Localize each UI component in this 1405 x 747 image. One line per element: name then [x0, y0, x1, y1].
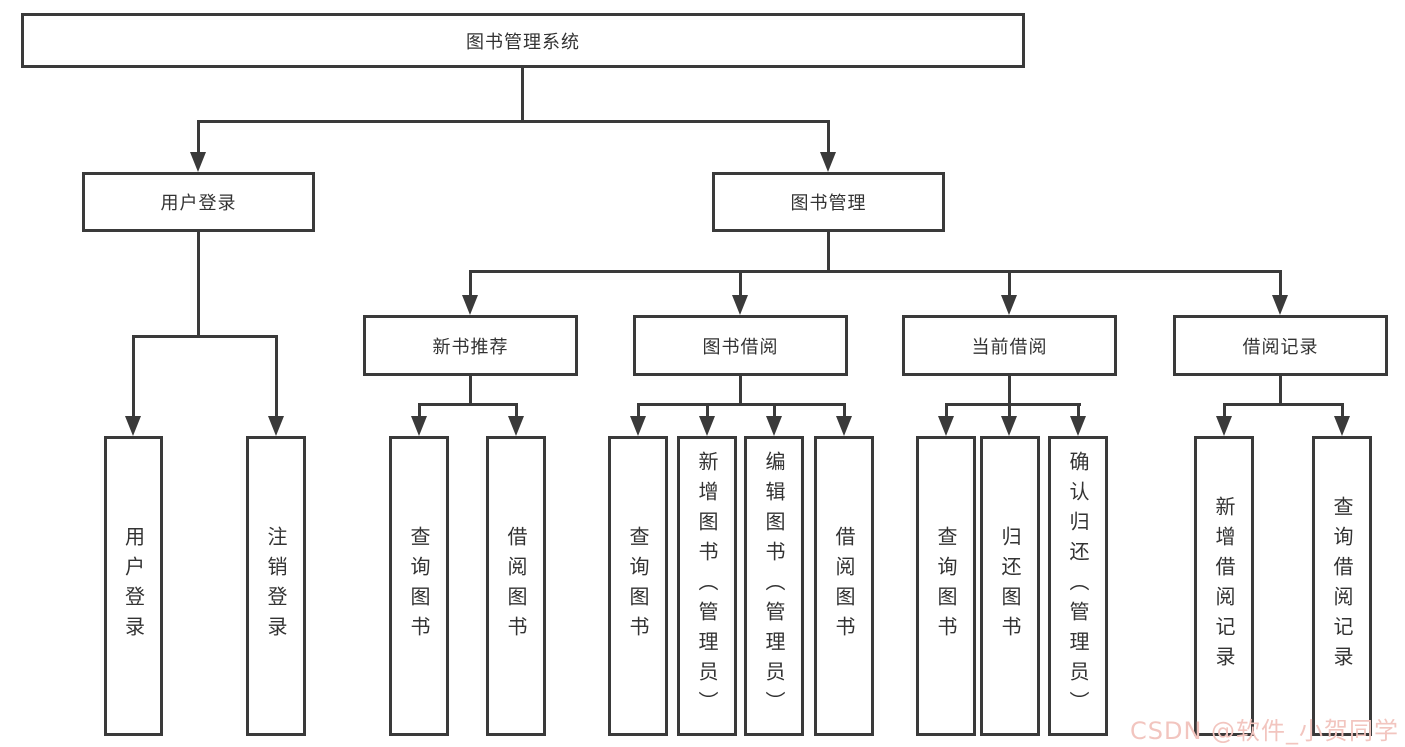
node-user-login: 用户登录	[82, 172, 315, 232]
connector-drop-nb-query	[418, 403, 421, 418]
leaf-records-add-record: 新增借阅记录	[1194, 436, 1254, 736]
connector-level2-rail	[197, 120, 830, 123]
leaf-records-query-record: 查询借阅记录	[1312, 436, 1372, 736]
leaf-borrowing-borrow-books: 借阅图书	[814, 436, 874, 736]
arrowhead-bb-query	[630, 416, 646, 436]
leaf-current-return-books-label: 归还图书	[998, 526, 1022, 646]
leaf-newbooks-borrow-books: 借阅图书	[486, 436, 546, 736]
arrowhead-leaf-logout	[268, 416, 284, 436]
leaf-records-add-record-label: 新增借阅记录	[1212, 496, 1236, 676]
connector-drop-bb-edit	[773, 403, 776, 418]
connector-new-books-rail	[418, 403, 518, 406]
connector-drop-bb-query	[637, 403, 640, 418]
arrowhead-book-borrowing	[732, 295, 748, 315]
arrowhead-cb-query	[938, 416, 954, 436]
connector-drop-nb-borrow	[515, 403, 518, 418]
connector-drop-bb-borrow	[843, 403, 846, 418]
leaf-current-query-books-label: 查询图书	[934, 526, 958, 646]
connector-drop-cb-query	[945, 403, 948, 418]
arrowhead-leaf-user-login	[125, 416, 141, 436]
node-borrowing-records-label: 借阅记录	[1242, 336, 1319, 358]
node-current-borrowing-label: 当前借阅	[971, 336, 1048, 358]
connector-drop-book-borrowing	[739, 270, 742, 297]
connector-borrowing-records-rail	[1223, 403, 1344, 406]
leaf-user-login: 用户登录	[104, 436, 163, 736]
node-new-books: 新书推荐	[363, 315, 578, 376]
csdn-watermark: CSDN @软件_小贺同学	[1130, 717, 1400, 745]
leaf-borrowing-query-books: 查询图书	[608, 436, 668, 736]
connector-drop-cb-return	[1008, 403, 1011, 418]
node-book-management: 图书管理	[712, 172, 945, 232]
leaf-current-confirm-return-label: 确认归还（管理员）	[1066, 451, 1090, 721]
node-root-label: 图书管理系统	[466, 31, 580, 53]
connector-drop-book-management	[827, 120, 830, 155]
arrowhead-nb-query	[411, 416, 427, 436]
leaf-current-return-books: 归还图书	[980, 436, 1040, 736]
arrowhead-bb-add	[699, 416, 715, 436]
connector-drop-leaf-user-login	[132, 335, 135, 419]
connector-current-borrowing-stem	[1008, 376, 1011, 405]
connector-book-borrowing-stem	[739, 376, 742, 405]
leaf-newbooks-query-books: 查询图书	[389, 436, 449, 736]
leaf-borrowing-edit-books-label: 编辑图书（管理员）	[762, 451, 786, 721]
node-current-borrowing: 当前借阅	[902, 315, 1117, 376]
node-book-borrowing: 图书借阅	[633, 315, 848, 376]
connector-borrowing-records-stem	[1279, 376, 1282, 405]
connector-user-login-rail	[132, 335, 278, 338]
leaf-newbooks-borrow-books-label: 借阅图书	[504, 526, 528, 646]
leaf-user-login-label: 用户登录	[121, 526, 146, 646]
connector-drop-br-query	[1341, 403, 1344, 418]
arrowhead-borrowing-records	[1272, 295, 1288, 315]
node-root: 图书管理系统	[21, 13, 1025, 68]
leaf-borrowing-add-books: 新增图书（管理员）	[677, 436, 737, 736]
arrowhead-book-management	[820, 152, 836, 172]
leaf-borrowing-edit-books: 编辑图书（管理员）	[744, 436, 804, 736]
leaf-borrowing-add-books-label: 新增图书（管理员）	[695, 451, 719, 721]
connector-drop-borrowing-records	[1279, 270, 1282, 297]
arrowhead-current-borrowing	[1001, 295, 1017, 315]
connector-drop-br-add	[1223, 403, 1226, 418]
arrowhead-br-query	[1334, 416, 1350, 436]
connector-drop-cb-confirm	[1077, 403, 1080, 418]
leaf-borrowing-query-books-label: 查询图书	[626, 526, 650, 646]
leaf-records-query-record-label: 查询借阅记录	[1330, 496, 1354, 676]
connector-drop-user-login	[197, 120, 200, 155]
leaf-borrowing-borrow-books-label: 借阅图书	[832, 526, 856, 646]
connector-book-borrowing-rail	[637, 403, 846, 406]
node-book-borrowing-label: 图书借阅	[702, 336, 779, 358]
arrowhead-user-login	[190, 152, 206, 172]
connector-current-borrowing-rail	[945, 403, 1081, 406]
node-book-management-label: 图书管理	[790, 193, 867, 214]
node-borrowing-records: 借阅记录	[1173, 315, 1388, 376]
connector-drop-leaf-logout	[275, 335, 278, 419]
leaf-newbooks-query-books-label: 查询图书	[407, 526, 431, 646]
connector-drop-bb-add	[706, 403, 709, 418]
connector-drop-new-books	[469, 270, 472, 297]
leaf-current-confirm-return: 确认归还（管理员）	[1048, 436, 1108, 736]
connector-drop-current-borrowing	[1008, 270, 1011, 297]
node-new-books-label: 新书推荐	[432, 336, 509, 358]
node-user-login-label: 用户登录	[160, 193, 237, 214]
leaf-logout-label: 注销登录	[264, 526, 288, 646]
arrowhead-bb-borrow	[836, 416, 852, 436]
leaf-logout: 注销登录	[246, 436, 306, 736]
arrowhead-br-add	[1216, 416, 1232, 436]
arrowhead-nb-borrow	[508, 416, 524, 436]
arrowhead-new-books	[462, 295, 478, 315]
arrowhead-cb-confirm	[1070, 416, 1086, 436]
connector-new-books-stem	[469, 376, 472, 405]
arrowhead-cb-return	[1001, 416, 1017, 436]
leaf-current-query-books: 查询图书	[916, 436, 976, 736]
arrowhead-bb-edit	[766, 416, 782, 436]
connector-level3-rail	[469, 270, 1282, 273]
connector-book-management-stem	[827, 232, 830, 273]
connector-root-stem	[521, 68, 524, 122]
connector-user-login-stem	[197, 232, 200, 337]
